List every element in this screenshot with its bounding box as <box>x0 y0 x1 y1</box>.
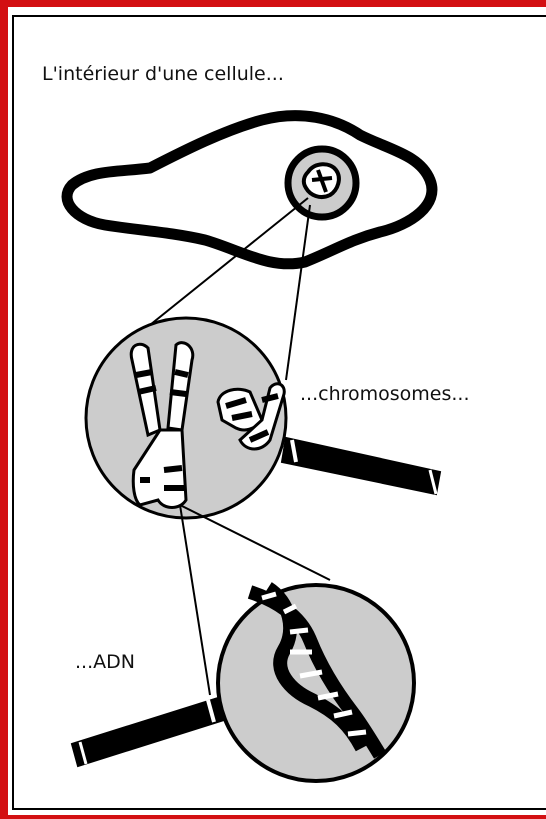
chromosome-arm-right <box>282 438 440 494</box>
zoom-line-dna-left <box>180 505 210 695</box>
chromosomes-label: ...chromosomes... <box>300 385 470 404</box>
nucleus-chromatin <box>304 164 339 197</box>
dna-label: ...ADN <box>75 653 135 672</box>
dna-arm-left <box>72 698 224 766</box>
cell-membrane <box>67 116 432 264</box>
zoom-line-dna-right <box>180 505 330 580</box>
cell-label: L'intérieur d'une cellule... <box>42 65 284 84</box>
